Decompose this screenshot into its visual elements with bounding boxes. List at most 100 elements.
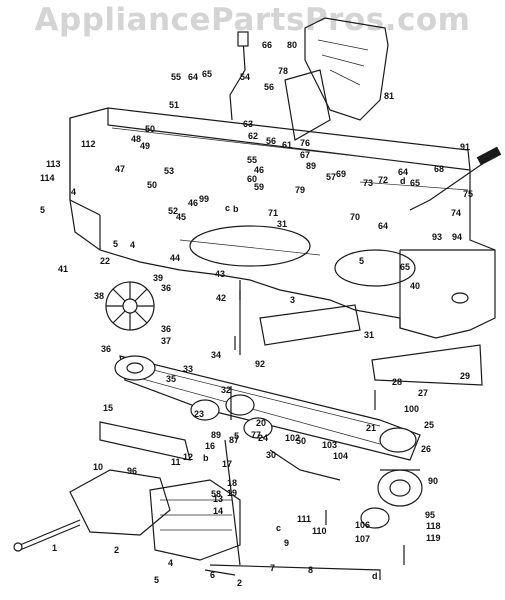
idler-pulleys (190, 394, 390, 529)
callout-20: 20 (256, 418, 266, 428)
callout-5: 5 (154, 575, 159, 585)
callout-31: 31 (277, 219, 287, 229)
callout-64: 64 (398, 167, 408, 177)
callout-7: 7 (270, 563, 275, 573)
callout-50: 50 (145, 124, 155, 134)
callout-45: 45 (176, 212, 186, 222)
callout-5: 5 (359, 256, 364, 266)
callout-119: 119 (426, 533, 441, 543)
callout-13: 13 (213, 494, 223, 504)
transaxle (13, 469, 241, 561)
callout-43: 43 (215, 269, 225, 279)
callout-114: 114 (40, 173, 55, 183)
callout-37: 37 (161, 336, 171, 346)
watermark: AppliancePartsPros.com (34, 2, 471, 38)
callout-18: 18 (227, 478, 237, 488)
callout-22: 22 (100, 256, 110, 266)
callout-25: 25 (424, 420, 434, 430)
callout-19: 19 (227, 488, 237, 498)
callout-111: 111 (297, 514, 311, 524)
callout-66: 66 (262, 40, 272, 50)
callout-4: 4 (130, 240, 135, 250)
callout-40: 40 (410, 281, 420, 291)
callout-44: 44 (170, 253, 180, 263)
callout-92: 92 (255, 359, 265, 369)
callout-6: 6 (210, 570, 215, 580)
callout-d: d (372, 571, 378, 581)
callout-14: 14 (213, 506, 223, 516)
callout-96: 96 (127, 466, 137, 476)
callout-58: 58 (211, 489, 221, 499)
callout-36: 36 (161, 283, 171, 293)
callout-113: 113 (46, 159, 61, 169)
callout-51: 51 (169, 100, 179, 110)
callout-100: 100 (404, 404, 419, 414)
callout-5: 5 (234, 431, 239, 441)
callout-48: 48 (131, 134, 141, 144)
callout-71: 71 (268, 208, 278, 218)
callout-41: 41 (58, 264, 68, 274)
callout-10: 10 (93, 462, 103, 472)
callout-labels: 1 2 2 3 4 4 4 5 5 5 5 5 6 7 8 9 10 11 12… (40, 40, 473, 588)
callout-72: 72 (378, 175, 388, 185)
lift-lever (409, 146, 502, 211)
callout-49: 49 (140, 141, 150, 151)
callout-55: 55 (247, 155, 257, 165)
callout-31: 31 (364, 330, 374, 340)
callout-30: 30 (266, 450, 276, 460)
callout-69: 69 (336, 169, 346, 179)
frame-chassis (69, 107, 496, 339)
callout-c: c (225, 203, 230, 213)
bracket-15 (99, 421, 191, 461)
callout-42: 42 (216, 293, 226, 303)
callout-73: 73 (363, 178, 373, 188)
callout-2: 2 (114, 545, 119, 555)
callout-21: 21 (366, 423, 376, 433)
callout-12: 12 (183, 452, 193, 462)
callout-54: 54 (240, 72, 250, 82)
callout-32: 32 (221, 385, 231, 395)
callout-d: d (400, 176, 406, 186)
callout-2: 2 (237, 578, 242, 588)
callout-23: 23 (194, 409, 204, 419)
shift-lever (229, 31, 249, 121)
callout-b: b (233, 204, 239, 214)
callout-46: 46 (254, 165, 264, 175)
callout-57: 57 (326, 172, 336, 182)
callout-89: 89 (306, 161, 316, 171)
callout-c: c (276, 523, 281, 533)
callout-118: 118 (426, 521, 441, 531)
callout-95: 95 (425, 510, 435, 520)
callout-28: 28 (392, 377, 402, 387)
callout-4: 4 (71, 187, 76, 197)
callout-1: 1 (52, 543, 57, 553)
callout-79: 79 (295, 185, 305, 195)
callout-3: 3 (290, 295, 295, 305)
callout-38: 38 (94, 291, 104, 301)
callout-8: 8 (308, 565, 313, 575)
callout-91: 91 (460, 142, 470, 152)
callout-27: 27 (418, 388, 428, 398)
callout-39: 39 (153, 273, 163, 283)
callout-36: 36 (161, 324, 171, 334)
callout-67: 67 (300, 150, 310, 160)
seat-bracket (284, 17, 389, 141)
callout-50: 50 (147, 180, 157, 190)
callout-68: 68 (434, 164, 444, 174)
callout-65: 65 (400, 262, 410, 272)
callout-107: 107 (355, 534, 370, 544)
callout-78: 78 (278, 66, 288, 76)
callout-90: 90 (428, 476, 438, 486)
callout-80: 80 (287, 40, 297, 50)
clutch-assembly (377, 469, 423, 507)
callout-62: 62 (248, 131, 258, 141)
callout-52: 52 (168, 206, 178, 216)
callout-94: 94 (452, 232, 462, 242)
callout-75: 75 (463, 189, 473, 199)
callout-61: 61 (282, 140, 292, 150)
callout-24: 24 (258, 433, 268, 443)
callout-99: 99 (199, 194, 209, 204)
callout-77: 77 (251, 430, 261, 440)
callout-65: 65 (202, 69, 212, 79)
callout-34: 34 (211, 350, 221, 360)
